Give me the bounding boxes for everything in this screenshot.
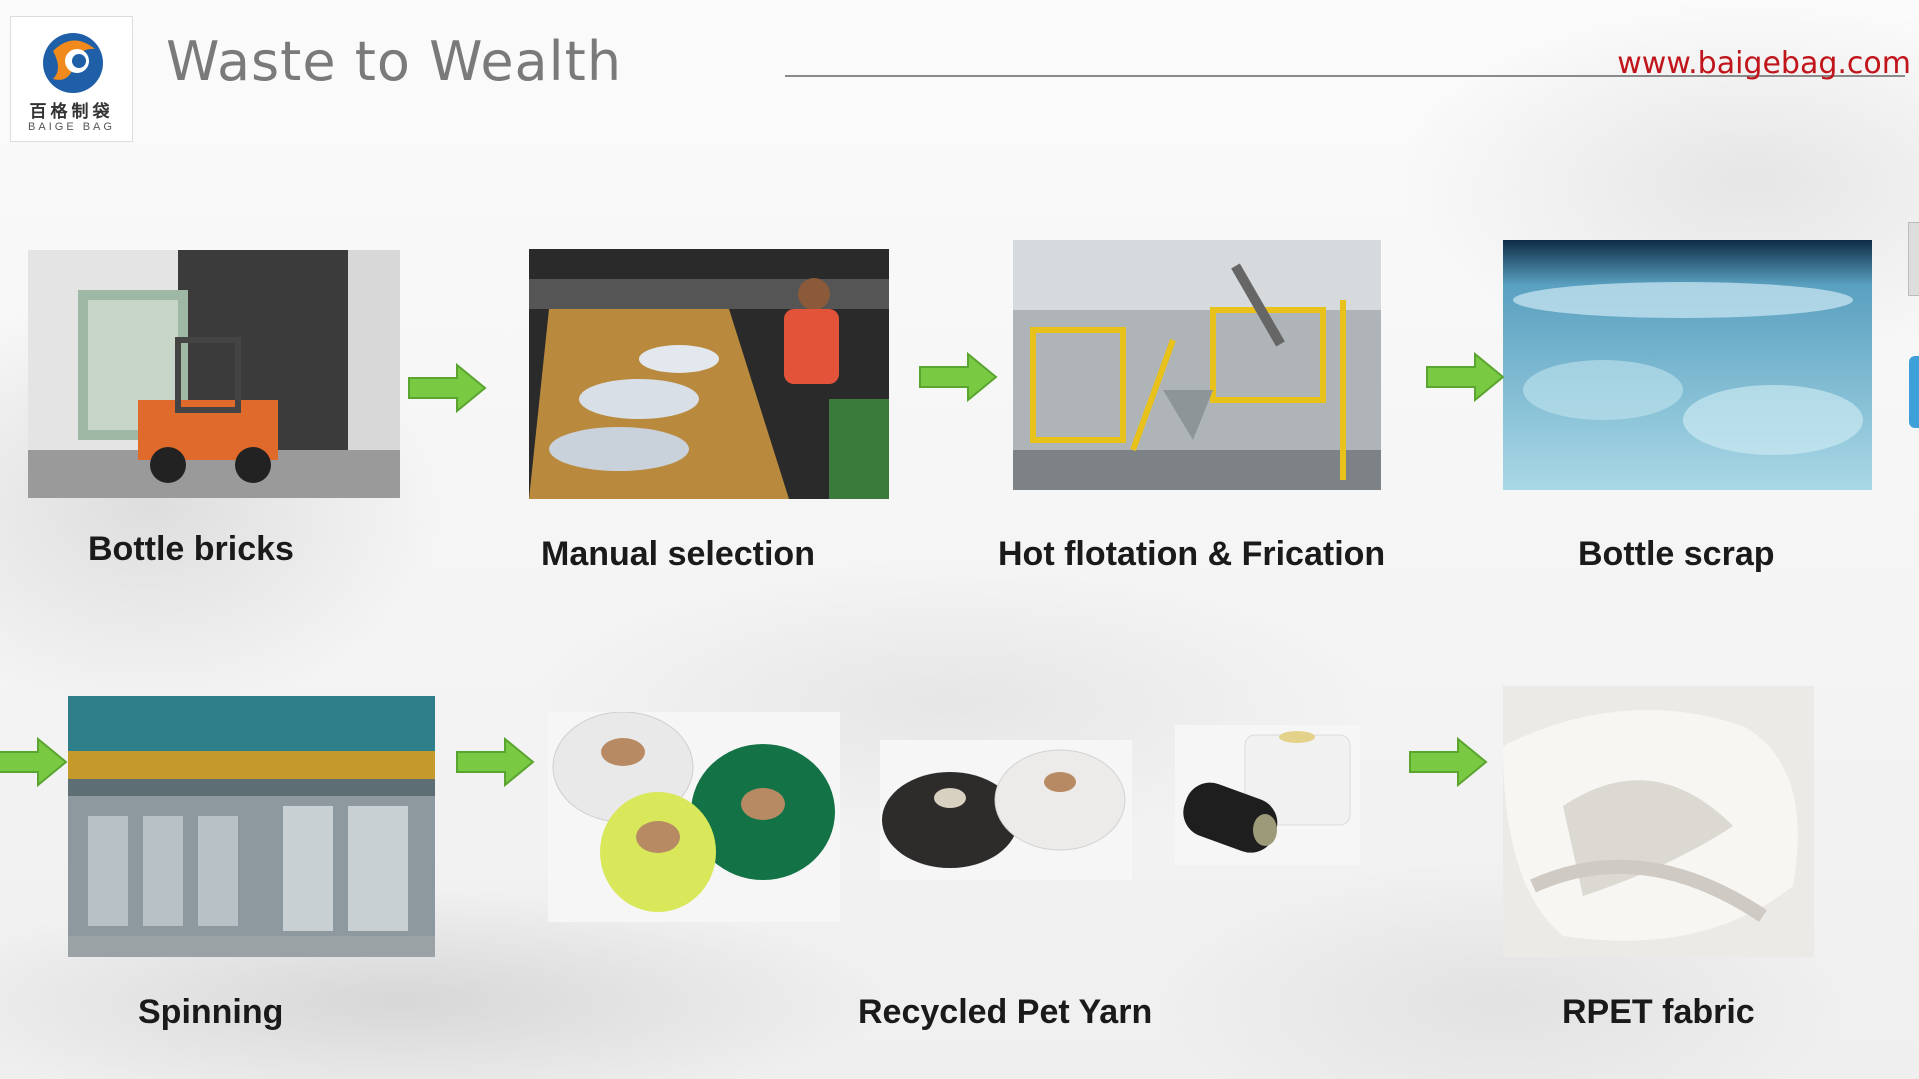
logo-english-text: BAIGE BAG — [11, 121, 132, 133]
step-label: Manual selection — [541, 535, 815, 574]
edge-thumbnail — [1908, 222, 1919, 296]
edge-tab[interactable] — [1909, 356, 1919, 428]
logo-icon — [33, 21, 113, 101]
baige-bag-logo: 百格制袋 BAIGE BAG — [10, 16, 133, 142]
website-url[interactable]: www.baigebag.com — [1617, 46, 1911, 81]
rpet-fabric-photo — [1503, 686, 1814, 957]
logo-chinese-text: 百格制袋 — [11, 97, 132, 122]
yarn-cones-photo — [1175, 725, 1360, 865]
yarn-spools-black-white-photo — [880, 740, 1132, 880]
bottle-scrap-photo — [1503, 240, 1872, 490]
step-label: Bottle scrap — [1578, 535, 1775, 574]
arrow-right-icon — [455, 737, 535, 787]
bottle-bricks-photo — [28, 250, 400, 498]
hot-flotation-photo — [1013, 240, 1381, 490]
arrow-right-icon — [407, 363, 487, 413]
step-label: Bottle bricks — [88, 530, 294, 569]
yarn-spools-colored-photo — [548, 712, 840, 922]
arrow-right-icon — [918, 352, 998, 402]
step-label: Hot flotation & Frication — [998, 535, 1385, 574]
arrow-right-icon — [0, 737, 68, 787]
manual-selection-photo — [529, 249, 889, 499]
arrow-right-icon — [1408, 737, 1488, 787]
spinning-photo — [68, 696, 435, 957]
step-label: RPET fabric — [1562, 993, 1755, 1032]
page-title: Waste to Wealth — [166, 30, 622, 93]
step-label: Recycled Pet Yarn — [858, 993, 1152, 1032]
arrow-right-icon — [1425, 352, 1505, 402]
step-label: Spinning — [138, 993, 283, 1032]
